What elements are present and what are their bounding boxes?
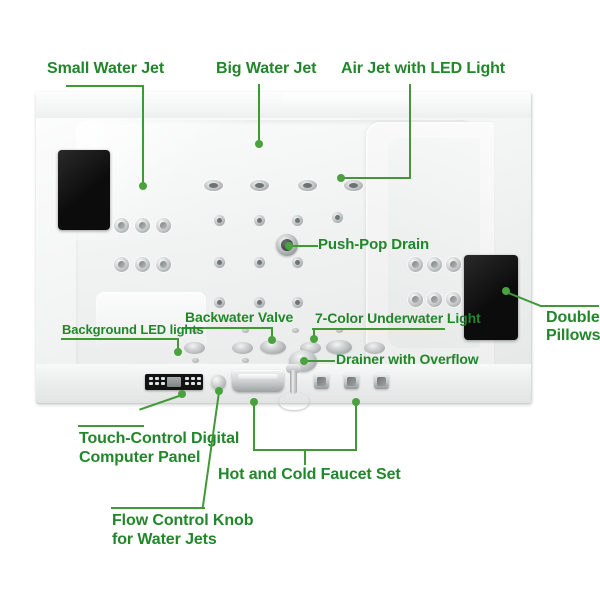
callout-flow-knob-line2: for Water Jets: [112, 531, 217, 548]
tub-ledge-highlight: [282, 94, 408, 110]
air-jet-8: [214, 297, 225, 308]
leader-faucet-stem: [304, 449, 306, 465]
bottom-air-6: [242, 358, 249, 363]
leader-small-water-jet-h: [66, 85, 144, 87]
marker-background-led-lights: [174, 348, 182, 356]
air-jet-1: [214, 215, 225, 226]
marker-small-water-jet: [139, 182, 147, 190]
hand-shower-shaft: [290, 370, 297, 394]
tub-front-apron: [36, 364, 532, 404]
leader-backwater-h: [183, 327, 273, 329]
bottom-air-7: [292, 358, 299, 363]
mixer-valve-3[interactable]: [374, 373, 389, 389]
marker-touch-panel: [178, 390, 186, 398]
air-jet-led: [332, 212, 343, 223]
tub-corner-bevel: [76, 120, 246, 240]
side-jet-1: [114, 218, 129, 233]
air-jet-6: [254, 257, 265, 268]
leader-air-jet-v: [409, 84, 411, 178]
callout-touch-panel-line1: Touch-Control Digital: [79, 430, 240, 447]
marker-drainer-with-overflow: [300, 357, 308, 365]
side-jet-4: [114, 257, 129, 272]
bottom-valve-2: [232, 342, 253, 354]
big-water-jet-2: [250, 180, 269, 191]
big-water-jet-1: [204, 180, 223, 191]
bottom-air-5: [192, 358, 199, 363]
callout-big-water-jet: Big Water Jet: [216, 60, 317, 77]
air-jet-7: [292, 257, 303, 268]
callout-hot-cold-faucet: Hot and Cold Faucet Set: [218, 466, 401, 483]
right-jet-2: [427, 257, 442, 272]
right-jet-1: [408, 257, 423, 272]
bottom-air-3: [292, 328, 299, 333]
marker-mixer-valve: [352, 398, 360, 406]
small-water-jet: [135, 218, 150, 233]
right-jet-4: [408, 292, 423, 307]
leader-bg-led-v: [177, 338, 179, 351]
right-pillow: [464, 255, 518, 340]
callout-drainer-with-overflow: Drainer with Overflow: [336, 351, 479, 367]
touch-control-digital-computer-panel[interactable]: [145, 374, 203, 390]
marker-double-pillows: [502, 287, 510, 295]
faucet-spout[interactable]: [232, 370, 284, 392]
right-jet-3: [446, 257, 461, 272]
mixer-valve-1[interactable]: [314, 373, 329, 389]
leader-7color-v: [313, 328, 315, 338]
leader-small-water-jet-v: [142, 85, 144, 185]
leader-air-jet-h: [340, 177, 411, 179]
leader-push-pop-h: [288, 245, 318, 247]
leader-backwater-v: [271, 327, 273, 339]
tub-top-ledge: [36, 92, 532, 118]
air-jet-3: [292, 215, 303, 226]
leader-double-pillows-h: [541, 305, 599, 307]
callout-small-water-jet: Small Water Jet: [47, 60, 165, 77]
air-jet-9: [254, 297, 265, 308]
left-pillow: [58, 150, 110, 230]
leader-touch-panel-h: [78, 425, 144, 427]
marker-push-pop-drain: [285, 242, 293, 250]
marker-faucet-spout: [250, 398, 258, 406]
callout-double-pillows-line1: Double: [546, 309, 600, 326]
mixer-valve-2[interactable]: [344, 373, 359, 389]
callout-flow-knob-line1: Flow Control Knob: [112, 512, 254, 529]
marker-air-jet-led: [337, 174, 345, 182]
leader-flow-knob-diag: [201, 391, 220, 509]
hand-shower-collar: [286, 364, 301, 373]
bottom-valve-1: [184, 342, 205, 354]
leader-drainer-h: [303, 360, 335, 362]
marker-backwater-valve: [268, 336, 276, 344]
callout-air-jet-led: Air Jet with LED Light: [341, 60, 506, 77]
bottom-valve-4: [300, 342, 321, 354]
leader-faucet-left-v: [253, 402, 255, 450]
callout-background-led-lights: Background LED lights: [62, 322, 204, 337]
leader-big-water-jet-v: [258, 84, 260, 144]
callout-double-pillows-line2: Pillows: [546, 327, 600, 344]
side-jet-6: [156, 257, 171, 272]
leader-faucet-right-v: [355, 402, 357, 450]
leader-flow-knob-h: [111, 507, 205, 509]
callout-push-pop-drain: Push-Pop Drain: [318, 236, 430, 253]
air-jet-2: [254, 215, 265, 226]
callout-seven-color-light: 7-Color Underwater Light: [315, 310, 481, 326]
leader-bg-led-h: [61, 338, 179, 340]
hand-shower-head[interactable]: [279, 392, 309, 410]
air-jet-10: [292, 297, 303, 308]
big-water-jet-4: [344, 180, 363, 191]
right-jet-5: [427, 292, 442, 307]
marker-seven-color-light: [310, 335, 318, 343]
leader-7color-h: [312, 328, 445, 330]
big-water-jet-3: [298, 180, 317, 191]
bathtub-body: [36, 92, 532, 404]
callout-touch-panel-line2: Computer Panel: [79, 449, 201, 466]
callout-backwater-valve: Backwater Valve: [185, 309, 294, 325]
marker-big-water-jet: [255, 140, 263, 148]
right-jet-6: [446, 292, 461, 307]
air-jet-5: [214, 257, 225, 268]
side-jet-5: [135, 257, 150, 272]
marker-flow-control-knob: [215, 387, 223, 395]
side-jet-3: [156, 218, 171, 233]
